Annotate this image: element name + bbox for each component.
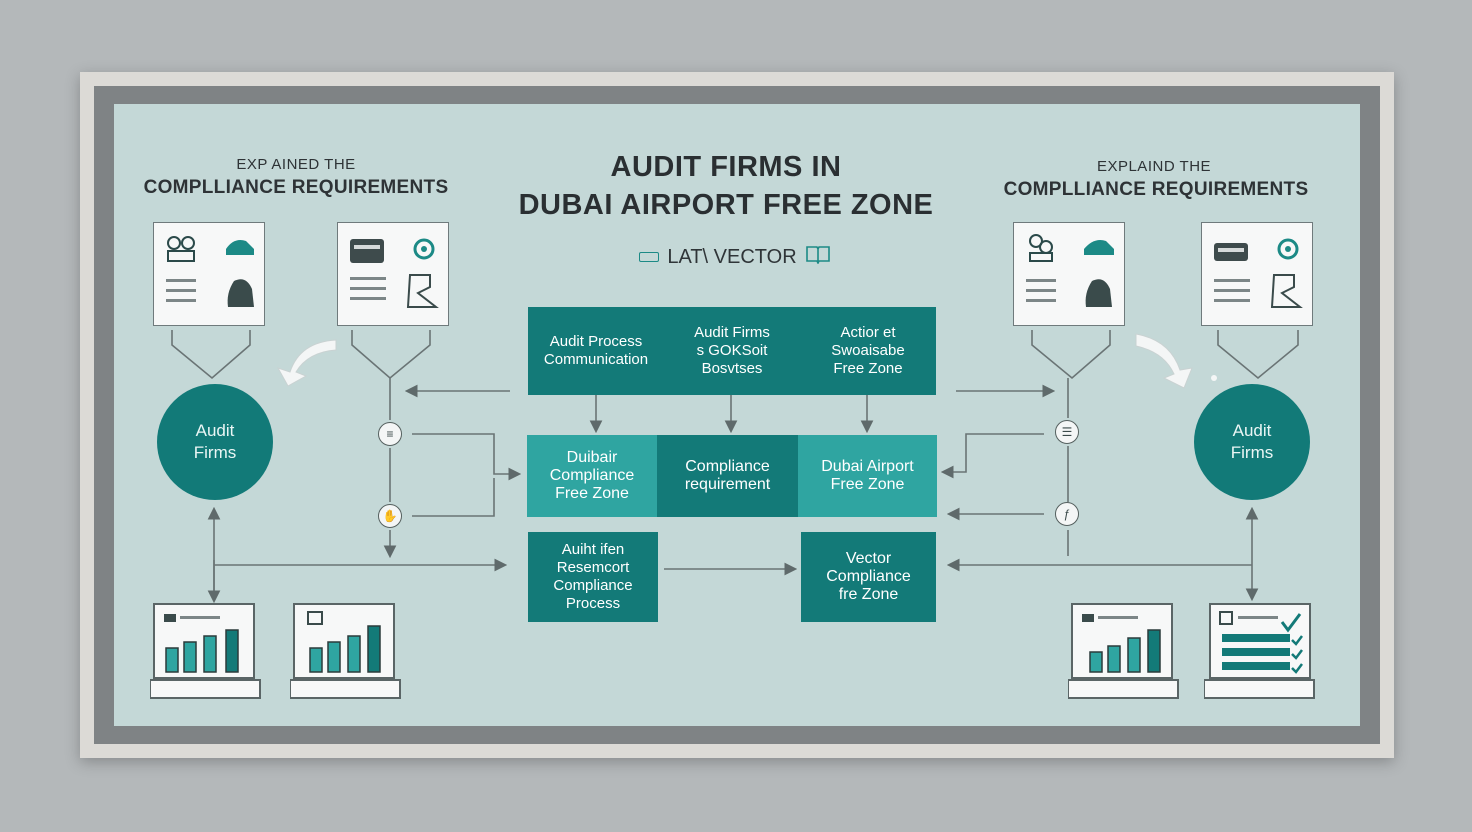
- document-node-icon: ≡: [378, 422, 402, 446]
- laptop-chart-icon: [1067, 602, 1180, 702]
- car-icon: [226, 240, 254, 255]
- document-card: [1013, 222, 1125, 326]
- document-card: [337, 222, 449, 326]
- right-header-small: EXPLAIND THE: [1096, 158, 1212, 175]
- left-header-big: COMPLLIANCE REQUIREMENTS: [143, 177, 449, 198]
- document-card: [1201, 222, 1313, 326]
- top-row-container: [528, 307, 936, 395]
- title-line-1: AUDIT FIRMS IN: [610, 151, 842, 183]
- gear-icon: [1277, 238, 1299, 260]
- list-node-icon: ☰: [1055, 420, 1079, 444]
- hand-node-icon: ✋: [378, 504, 402, 528]
- top-box-free-zone: Actior et Swoaisabe Free Zone: [831, 324, 905, 377]
- document-card: [153, 222, 265, 326]
- audit-firms-circle-right: Audit Firms: [1194, 384, 1310, 500]
- person-phone-icon: [227, 279, 254, 307]
- person-phone-icon: [1085, 279, 1112, 307]
- laptop-checklist-icon: [1203, 602, 1316, 702]
- top-box-audit-firms: Audit Firms s GOKSoit Bosvtses: [694, 324, 770, 377]
- person-desk-icon: [1270, 274, 1303, 308]
- middle-box-dubai-airport: Dubai Airport Free Zone: [798, 435, 937, 517]
- book-icon: [805, 244, 831, 270]
- laptop-chart-icon: [149, 602, 262, 702]
- top-box-audit-process: Audit Process Communication: [543, 333, 649, 368]
- finance-node-icon: ƒ: [1055, 502, 1079, 526]
- title-line-2: DUBAI AIRPORT FREE ZONE: [518, 189, 934, 221]
- middle-box-compliance-requirement: Compliance requirement: [657, 435, 798, 517]
- right-header-big: COMPLLIANCE REQUIREMENTS: [1003, 179, 1309, 200]
- page-title: AUDIT FIRMS IN DUBAI AIRPORT FREE ZONE: [496, 148, 956, 224]
- subtitle: LAT\ VECTOR: [600, 244, 870, 270]
- bottom-box-compliance-process: Auiht ifen Resemcort Compliance Process: [528, 532, 658, 622]
- middle-box-compliance-free-zone: Duibair Compliance Free Zone: [527, 435, 657, 517]
- audit-firms-circle-left: Audit Firms: [157, 384, 273, 500]
- server-icon: [1214, 243, 1248, 261]
- gear-icon: [413, 238, 435, 260]
- car-icon: [1084, 240, 1114, 255]
- person-desk-icon: [406, 274, 439, 308]
- subtitle-text: LAT\ VECTOR: [667, 245, 797, 268]
- people-icon: [1029, 234, 1053, 262]
- left-header-small: EXP AINED THE: [236, 156, 356, 173]
- people-icon: [167, 236, 195, 262]
- minus-icon: [639, 252, 660, 262]
- picture-frame: [80, 72, 1394, 758]
- bottom-box-vector-compliance: Vector Compliance fre Zone: [801, 532, 936, 622]
- laptop-chart-icon: [289, 602, 402, 702]
- server-icon: [350, 239, 384, 263]
